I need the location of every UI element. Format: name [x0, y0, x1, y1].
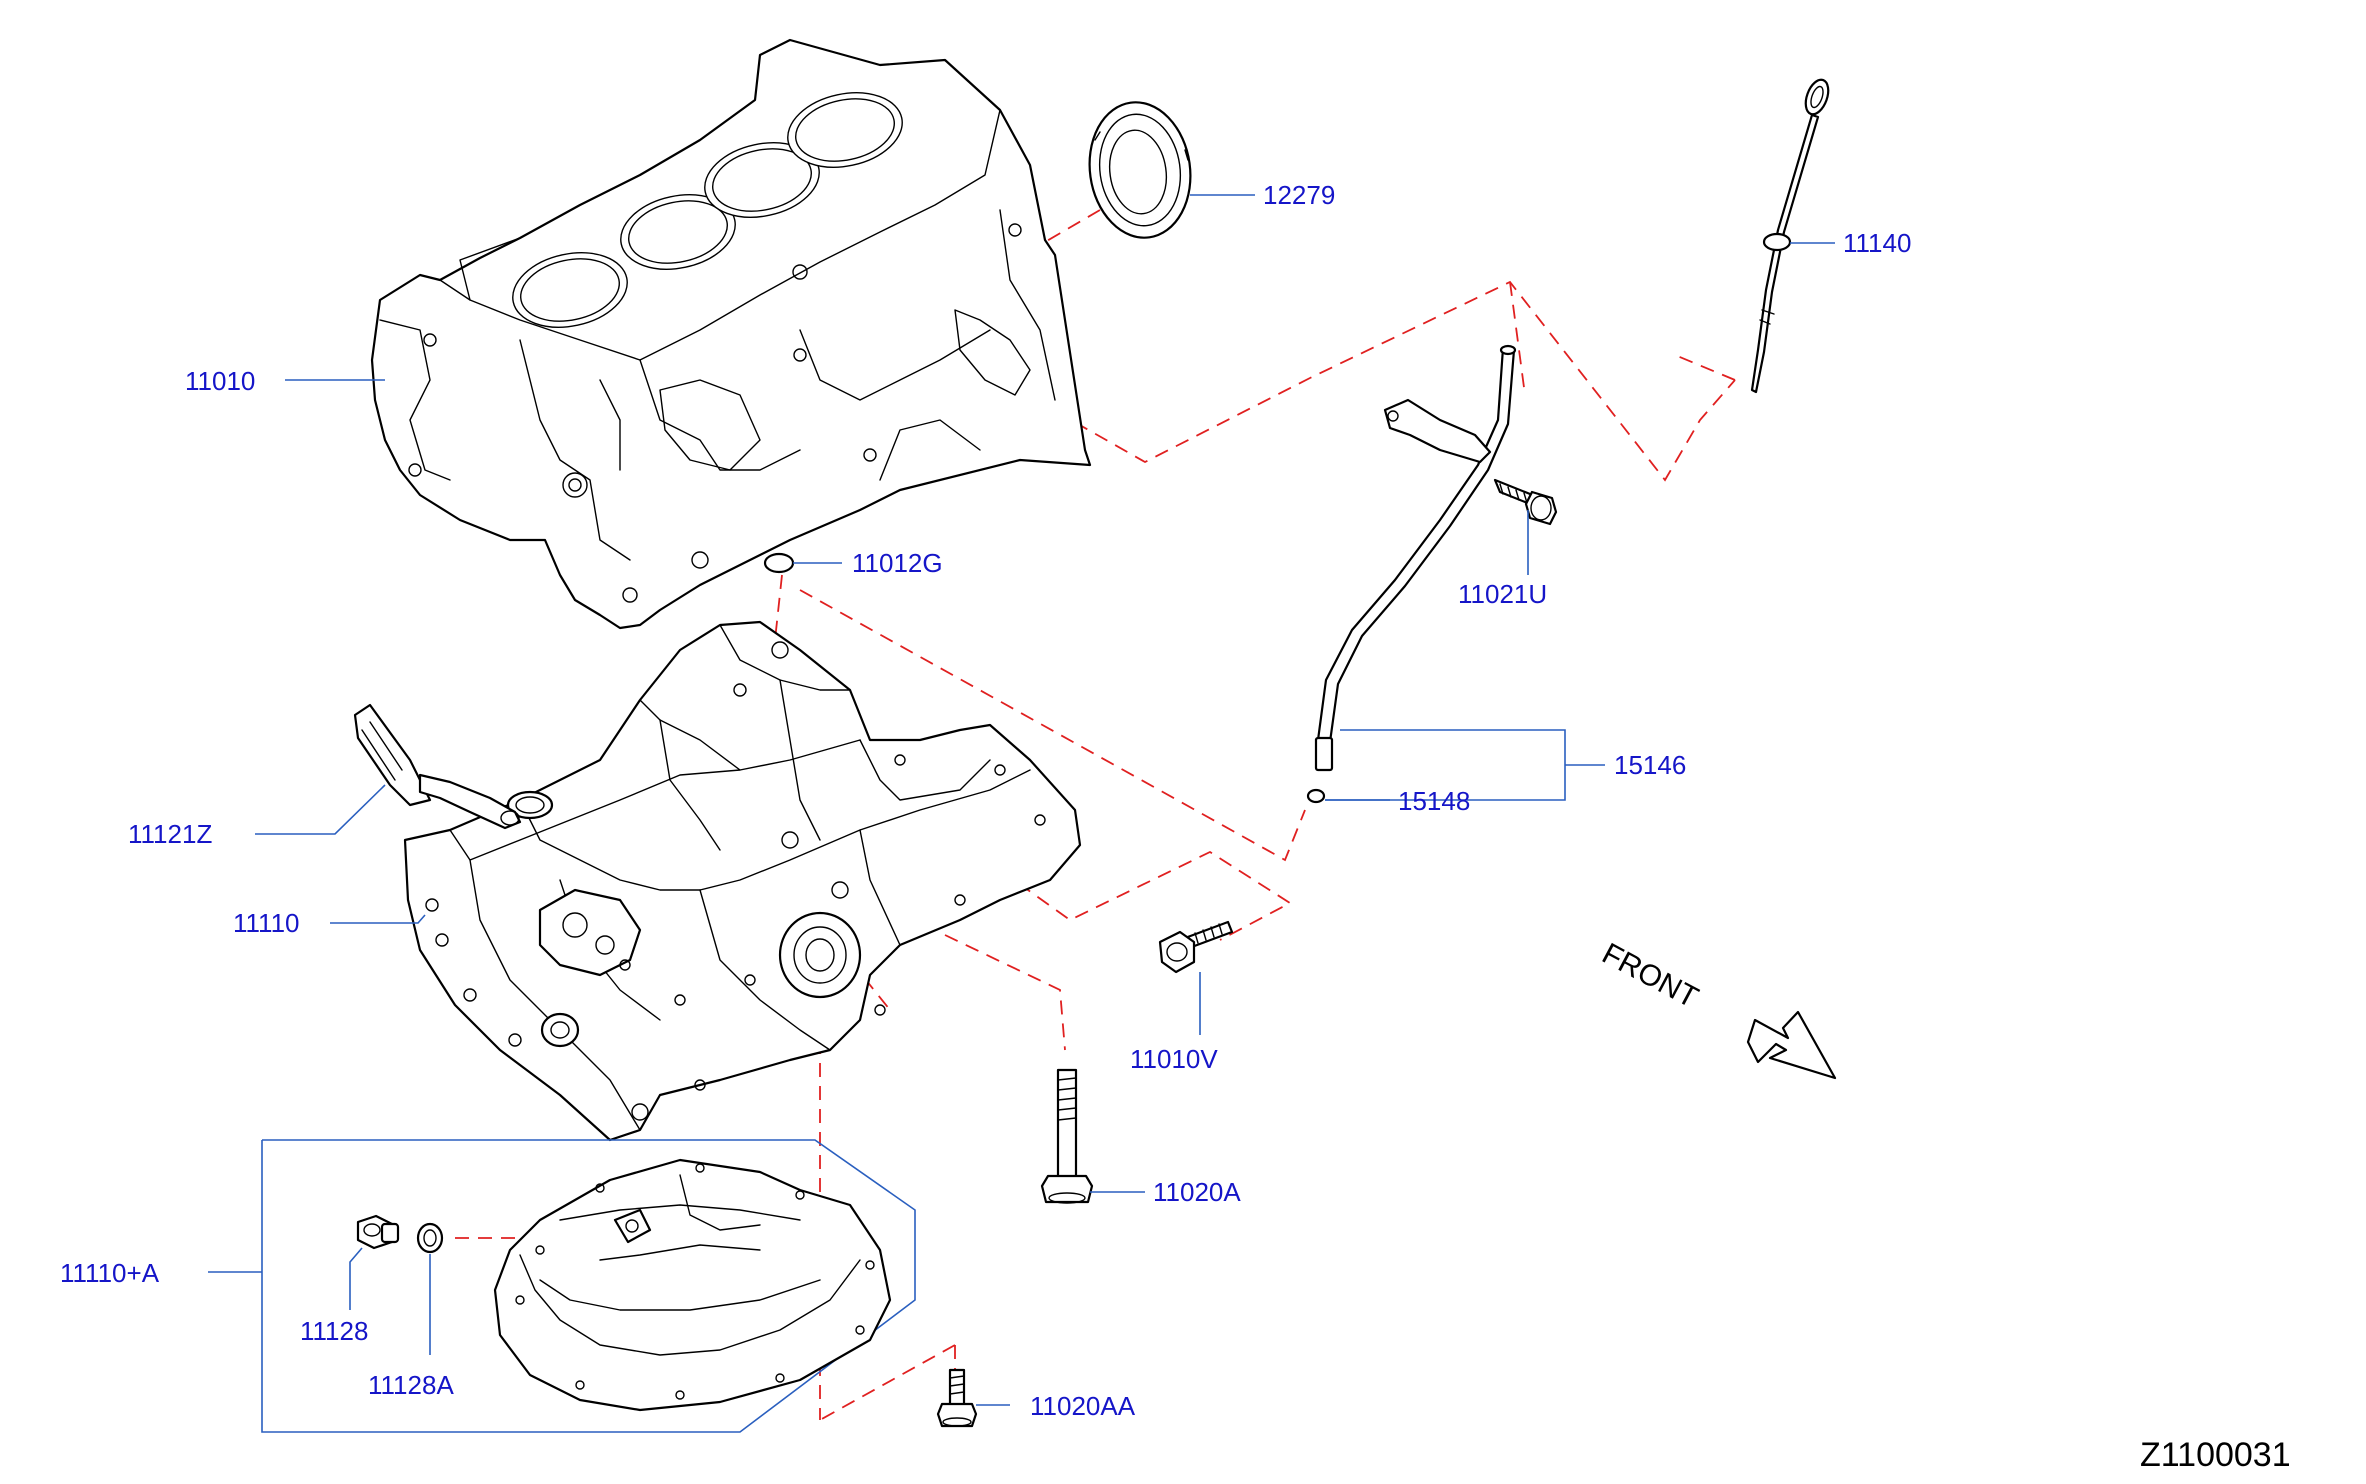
oil-level-guide-part — [1314, 344, 1517, 772]
rear-oil-seal-part — [1088, 101, 1192, 239]
bolt-11021u-part — [1493, 478, 1558, 526]
upper-oil-pan-part — [403, 620, 1082, 1142]
part-label-11010v[interactable]: 11010V — [1130, 1044, 1218, 1074]
drain-plug-11128-part — [356, 1214, 400, 1250]
part-label-11012g[interactable]: 11012G — [852, 548, 943, 578]
part-label-11128[interactable]: 11128 — [300, 1316, 368, 1346]
bore-4 — [787, 92, 903, 168]
bolt-11020a-part — [1040, 1068, 1094, 1204]
bolt-11020aa-part — [936, 1368, 978, 1428]
part-label-11121z[interactable]: 11121Z — [128, 819, 212, 849]
lower-oil-pan-part — [493, 1158, 892, 1412]
part-label-11140[interactable]: 11140 — [1843, 228, 1911, 258]
bore-2 — [620, 194, 736, 270]
leader-lines — [208, 194, 1835, 1406]
part-labels: 12279 11140 11010 11021U 11012G 15146 15… — [60, 180, 1911, 1421]
front-label: FRONT — [1597, 937, 1704, 1015]
cylinder-block-part — [370, 38, 1092, 630]
part-label-11128a[interactable]: 11128A — [368, 1370, 454, 1400]
bolt-11010v-part — [1158, 920, 1234, 974]
part-label-11020a[interactable]: 11020A — [1153, 1177, 1241, 1207]
front-arrow-icon — [1746, 1010, 1837, 1080]
oil-level-gauge-part — [1750, 78, 1830, 394]
oil-strainer-part — [353, 703, 522, 830]
group-box-11110a — [261, 1139, 916, 1433]
part-label-11010[interactable]: 11010 — [185, 366, 255, 396]
part-label-15146[interactable]: 15146 — [1614, 750, 1686, 780]
part-label-15148[interactable]: 15148 — [1398, 786, 1470, 816]
part-label-11020aa[interactable]: 11020AA — [1030, 1391, 1136, 1421]
bore-1 — [512, 252, 628, 328]
washer-11128a-part — [416, 1222, 444, 1254]
front-indicator: FRONT — [1597, 937, 1837, 1080]
o-ring-15148-part — [1306, 788, 1326, 804]
part-label-11021u[interactable]: 11021U — [1458, 579, 1547, 609]
part-label-11110[interactable]: 11110 — [233, 908, 300, 938]
part-label-12279[interactable]: 12279 — [1263, 180, 1335, 210]
plug-11012g-part — [763, 552, 795, 574]
bore-3 — [704, 142, 820, 218]
diagram-code: Z1100031 — [2140, 1436, 2291, 1474]
part-label-11110a[interactable]: 11110+A — [60, 1258, 160, 1288]
